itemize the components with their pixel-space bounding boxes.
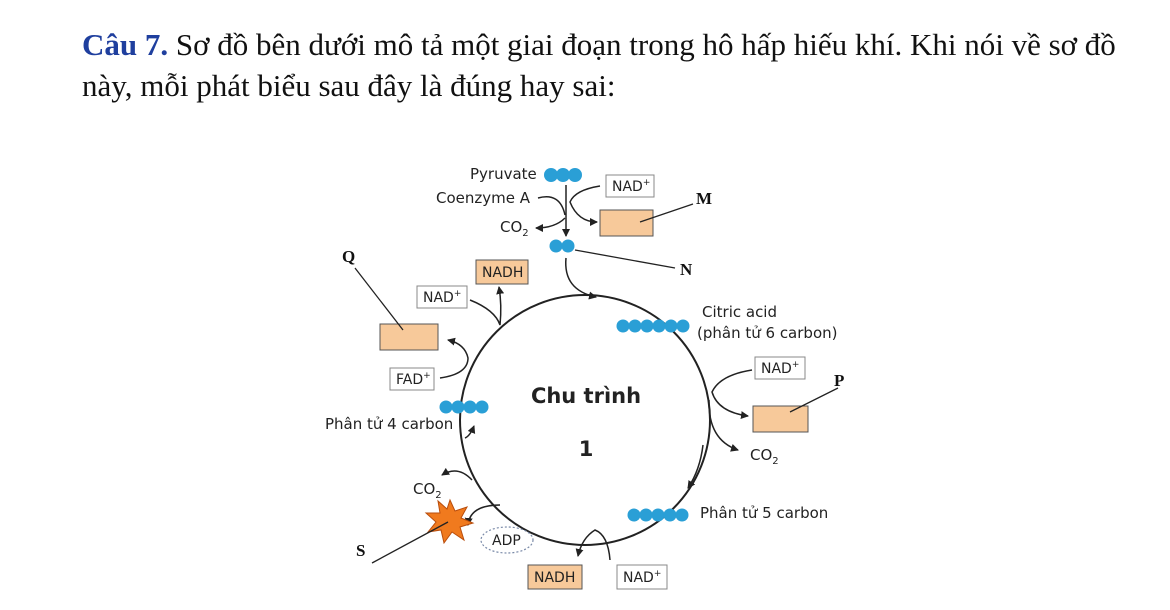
product-box-m [599,209,654,237]
nadh-label-left: NADH [482,265,523,281]
nad-box-right [754,356,806,380]
citric-acid-molecule [616,319,690,333]
pointer-s [371,521,449,564]
question-body: Sơ đồ bên dưới mô tả một giai đoạn trong… [82,27,1116,103]
atp-burst [424,498,475,545]
nad-box-left [416,285,468,309]
pointer-q [354,267,404,331]
co2-top-label: CO2 [500,218,529,239]
nadh-label-bottom: NADH [534,570,575,586]
adp-badge: ADP [480,526,534,554]
cycle-title: Chu trình [531,384,641,408]
nad-label-top: NAD+ [612,178,650,195]
citric-acid-label: Citric acid [702,303,777,321]
acetyl-molecule [549,239,575,253]
fad-reduction-arrow [439,337,469,379]
letter-m: M [696,189,712,208]
svg-text:ADP: ADP [492,533,521,549]
letter-s: S [356,541,365,560]
letter-n: N [680,260,693,279]
acetyl-entry-arrow [565,257,597,300]
fad-label: FAD+ [396,371,431,388]
nad-label-bottom: NAD+ [623,569,661,586]
nad-reduction-arrow-bottom [575,529,611,561]
coenzyme-arrow [537,196,566,216]
nad-label-right: NAD+ [761,360,799,377]
citric-acid-note: (phân tử 6 carbon) [697,324,837,342]
product-box-q [379,323,439,351]
pointer-n [574,249,676,269]
nadh-box-left [475,259,529,285]
nad-box-bottom [616,564,668,590]
cycle-number: 1 [579,437,594,461]
fad-box [389,367,435,391]
four-carbon-molecule [439,400,489,414]
nadh-box-bottom [527,564,583,590]
co2-release-arrow-right [708,399,739,452]
cycle-arrow-right [687,444,704,489]
nad-reduction-arrow-top [569,185,601,226]
five-carbon-molecule [627,508,689,522]
co2-release-arrow-left [441,467,473,481]
nad-reduction-arrow-left [469,286,505,326]
pyruvate-label: Pyruvate [470,165,537,183]
question-text: Câu 7. Sơ đồ bên dưới mô tả một giai đoạ… [82,24,1142,106]
four-carbon-label: Phân tử 4 carbon [325,415,453,433]
product-box-p [752,405,809,433]
pointer-p [789,387,839,413]
pointer-m [639,203,694,223]
letter-q: Q [342,247,355,266]
coenzyme-a-label: Coenzyme A [436,189,531,207]
nad-reduction-arrow-right [711,369,753,420]
five-carbon-label: Phân tử 5 carbon [700,504,828,522]
co2-left-label: CO2 [413,480,442,501]
nad-label-left: NAD+ [423,289,461,306]
letter-p: P [834,371,844,390]
co2-release-arrow-top [535,217,566,232]
pyruvate-molecule [544,168,582,182]
cycle-circle [459,294,711,546]
co2-right-label: CO2 [750,446,779,467]
four-carbon-arrow [464,425,476,439]
question-number: Câu 7. [82,27,169,62]
nad-box-top [605,174,655,198]
